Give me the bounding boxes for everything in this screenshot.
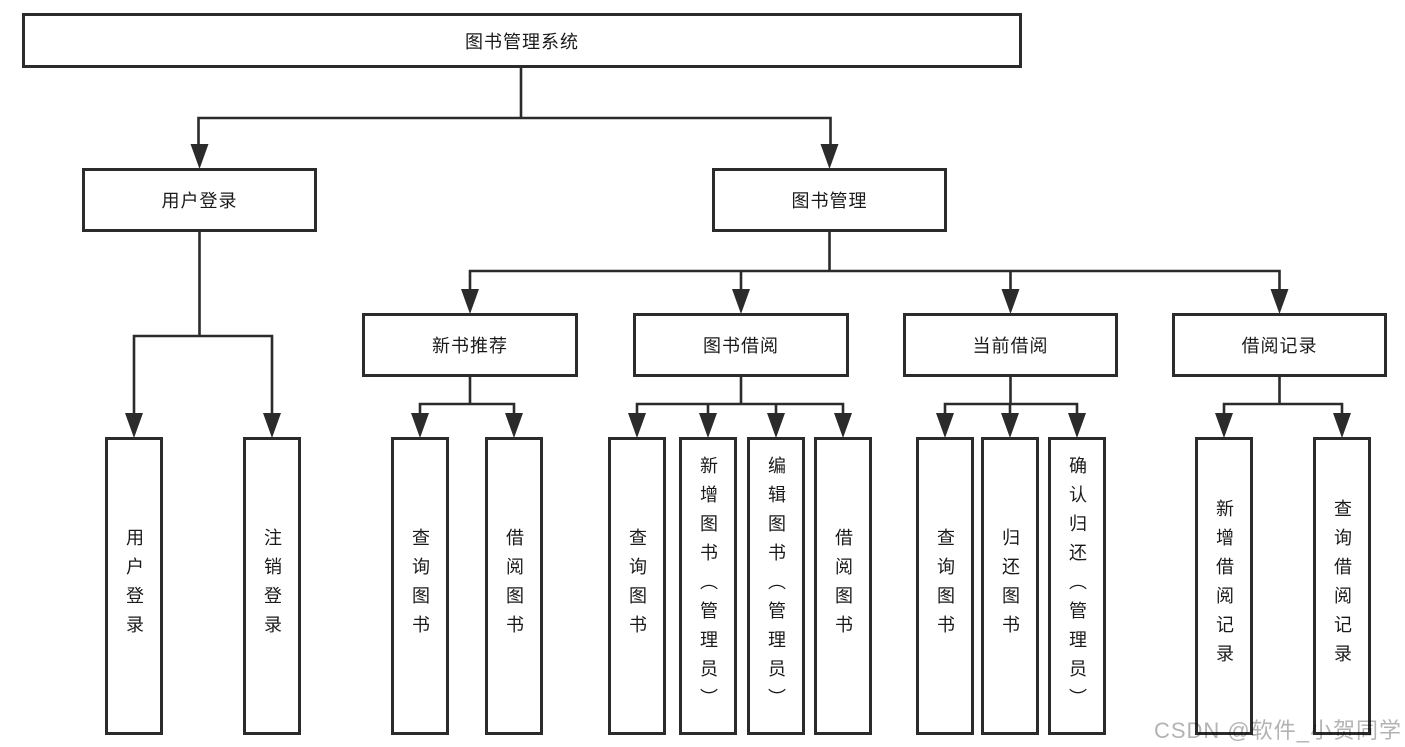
leaf-query-borrow-record: 查询借阅记录 <box>1313 437 1371 735</box>
leaf-confirm-return-admin: 确认归还（管理员） <box>1048 437 1106 735</box>
node-label: 新增借阅记录 <box>1214 499 1234 673</box>
leaf-borrow-books-borrowing: 借阅图书 <box>814 437 872 735</box>
node-current-borrowing: 当前借阅 <box>903 313 1118 377</box>
leaf-edit-book-admin: 编辑图书（管理员） <box>747 437 805 735</box>
leaf-borrow-books-recommend: 借阅图书 <box>485 437 543 735</box>
node-user-login: 用户登录 <box>82 168 317 232</box>
watermark: CSDN @软件_小贺同学 <box>1153 718 1402 743</box>
node-book-borrowing: 图书借阅 <box>633 313 849 377</box>
node-label: 确认归还（管理员） <box>1067 455 1087 717</box>
leaf-query-books-borrowing: 查询图书 <box>608 437 666 735</box>
node-label: 查询图书 <box>627 528 647 644</box>
leaf-add-book-admin: 新增图书（管理员） <box>679 437 737 735</box>
node-label: 图书管理系统 <box>465 31 579 52</box>
node-label: 新书推荐 <box>432 336 508 356</box>
leaf-add-borrow-record: 新增借阅记录 <box>1195 437 1253 735</box>
node-label: 注销登录 <box>262 528 282 644</box>
node-library-management-system: 图书管理系统 <box>22 13 1022 68</box>
node-book-management: 图书管理 <box>712 168 947 232</box>
node-label: 图书借阅 <box>703 336 779 356</box>
node-label: 编辑图书（管理员） <box>766 455 786 717</box>
node-label: 借阅图书 <box>504 528 524 644</box>
node-label: 新增图书（管理员） <box>698 455 718 717</box>
node-label: 图书管理 <box>791 191 868 211</box>
node-label: 借阅图书 <box>833 528 853 644</box>
node-label: 用户登录 <box>124 528 144 644</box>
leaf-query-books-recommend: 查询图书 <box>391 437 449 735</box>
leaf-logout: 注销登录 <box>243 437 301 735</box>
node-label: 查询图书 <box>410 528 430 644</box>
node-label: 用户登录 <box>161 191 238 211</box>
node-label: 当前借阅 <box>972 336 1049 356</box>
node-label: 归还图书 <box>1000 528 1020 644</box>
leaf-user-login: 用户登录 <box>105 437 163 735</box>
leaf-query-books-current: 查询图书 <box>916 437 974 735</box>
node-borrowing-records: 借阅记录 <box>1172 313 1387 377</box>
node-label: 查询图书 <box>935 528 955 644</box>
node-new-book-recommendation: 新书推荐 <box>362 313 578 377</box>
leaf-return-books: 归还图书 <box>981 437 1039 735</box>
node-label: 查询借阅记录 <box>1332 499 1352 673</box>
node-label: 借阅记录 <box>1241 336 1318 356</box>
